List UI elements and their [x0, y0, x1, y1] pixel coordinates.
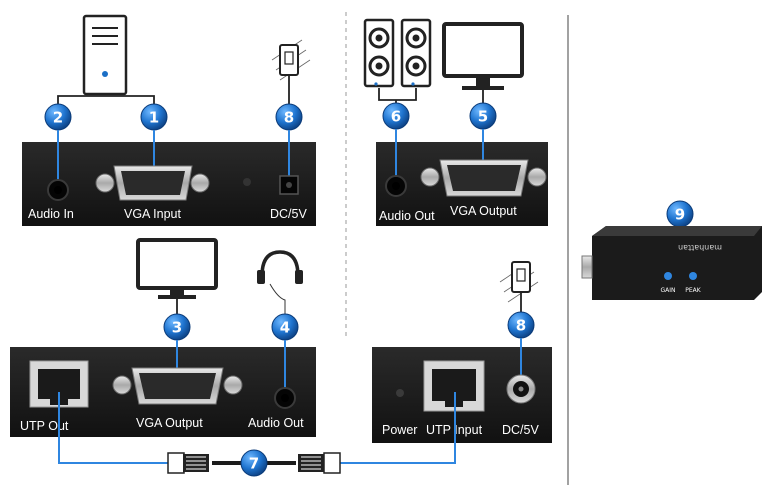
port-label-dc: DC/5V: [270, 207, 307, 221]
svg-text:1: 1: [149, 109, 159, 127]
speakers-icon: [363, 18, 432, 88]
port-label-audio-out-rx: Audio Out: [379, 209, 435, 223]
dc-jack-rx: [506, 374, 536, 404]
headphones-icon: [257, 250, 303, 315]
speakers-connection-bracket: [378, 88, 417, 101]
receiver-side-device: manhattan GAIN PEAK: [581, 226, 762, 300]
peak-knob: [689, 272, 697, 280]
callout-9: 9: [666, 200, 694, 228]
transmitter-front-panel: Audio In VGA Input DC/5V: [22, 130, 316, 226]
vga-output-port: [420, 159, 547, 197]
port-label-audio-in: Audio In: [28, 207, 74, 221]
gain-label: GAIN: [660, 287, 675, 294]
port-label-dc-rx: DC/5V: [502, 423, 539, 437]
svg-text:8: 8: [516, 317, 526, 335]
receiver-front-panel: Audio Out VGA Output: [376, 129, 548, 226]
receiver-rear-panel: Power UTP Input DC/5V: [372, 338, 552, 443]
callout-3: 3: [163, 313, 191, 341]
svg-text:6: 6: [391, 108, 401, 126]
callout-6: 6: [382, 102, 410, 130]
power-adapter-icon: [271, 39, 311, 105]
dc-jack: [279, 175, 299, 195]
vga-output-port-tx: [112, 367, 243, 405]
audio-out-jack-tx: [274, 387, 296, 409]
callout-8-transmitter: 8: [275, 103, 303, 131]
port-label-vga-output-tx: VGA Output: [136, 416, 203, 430]
port-label-vga-input: VGA Input: [124, 207, 182, 221]
callout-5: 5: [469, 102, 497, 130]
svg-text:7: 7: [249, 455, 259, 473]
svg-text:2: 2: [53, 109, 63, 127]
computer-connection-bracket: [57, 95, 155, 112]
audio-in-jack: [47, 179, 69, 201]
callout-1: 1: [140, 103, 168, 131]
svg-text:4: 4: [280, 319, 290, 337]
gain-knob: [664, 272, 672, 280]
svg-text:5: 5: [478, 108, 488, 126]
svg-text:3: 3: [172, 319, 182, 337]
port-label-audio-out-tx: Audio Out: [248, 416, 304, 430]
svg-text:8: 8: [284, 109, 294, 127]
power-adapter-icon-lower: [499, 261, 539, 312]
audio-out-jack: [385, 175, 407, 197]
brand-logo: manhattan: [678, 243, 722, 252]
rj45-plug-icon: [167, 452, 209, 474]
status-led: [243, 178, 251, 186]
monitor-icon-lower: [136, 238, 218, 316]
port-label-power: Power: [382, 423, 417, 437]
monitor-icon: [442, 22, 524, 104]
rj45-plug-icon-right: [298, 452, 341, 474]
callout-8-receiver: 8: [507, 311, 535, 339]
peak-label: PEAK: [685, 287, 702, 294]
power-led: [396, 389, 404, 397]
callout-2: 2: [44, 103, 72, 131]
port-label-utp-out: UTP Out: [20, 419, 69, 433]
transmitter-rear-panel: UTP Out VGA Output Audio Out: [10, 340, 316, 437]
port-label-vga-output-rx: VGA Output: [450, 204, 517, 218]
callout-7: 7: [240, 449, 268, 477]
svg-text:9: 9: [675, 206, 685, 224]
computer-tower-icon: [82, 14, 128, 96]
vga-input-port: [95, 165, 210, 201]
callout-4: 4: [271, 313, 299, 341]
